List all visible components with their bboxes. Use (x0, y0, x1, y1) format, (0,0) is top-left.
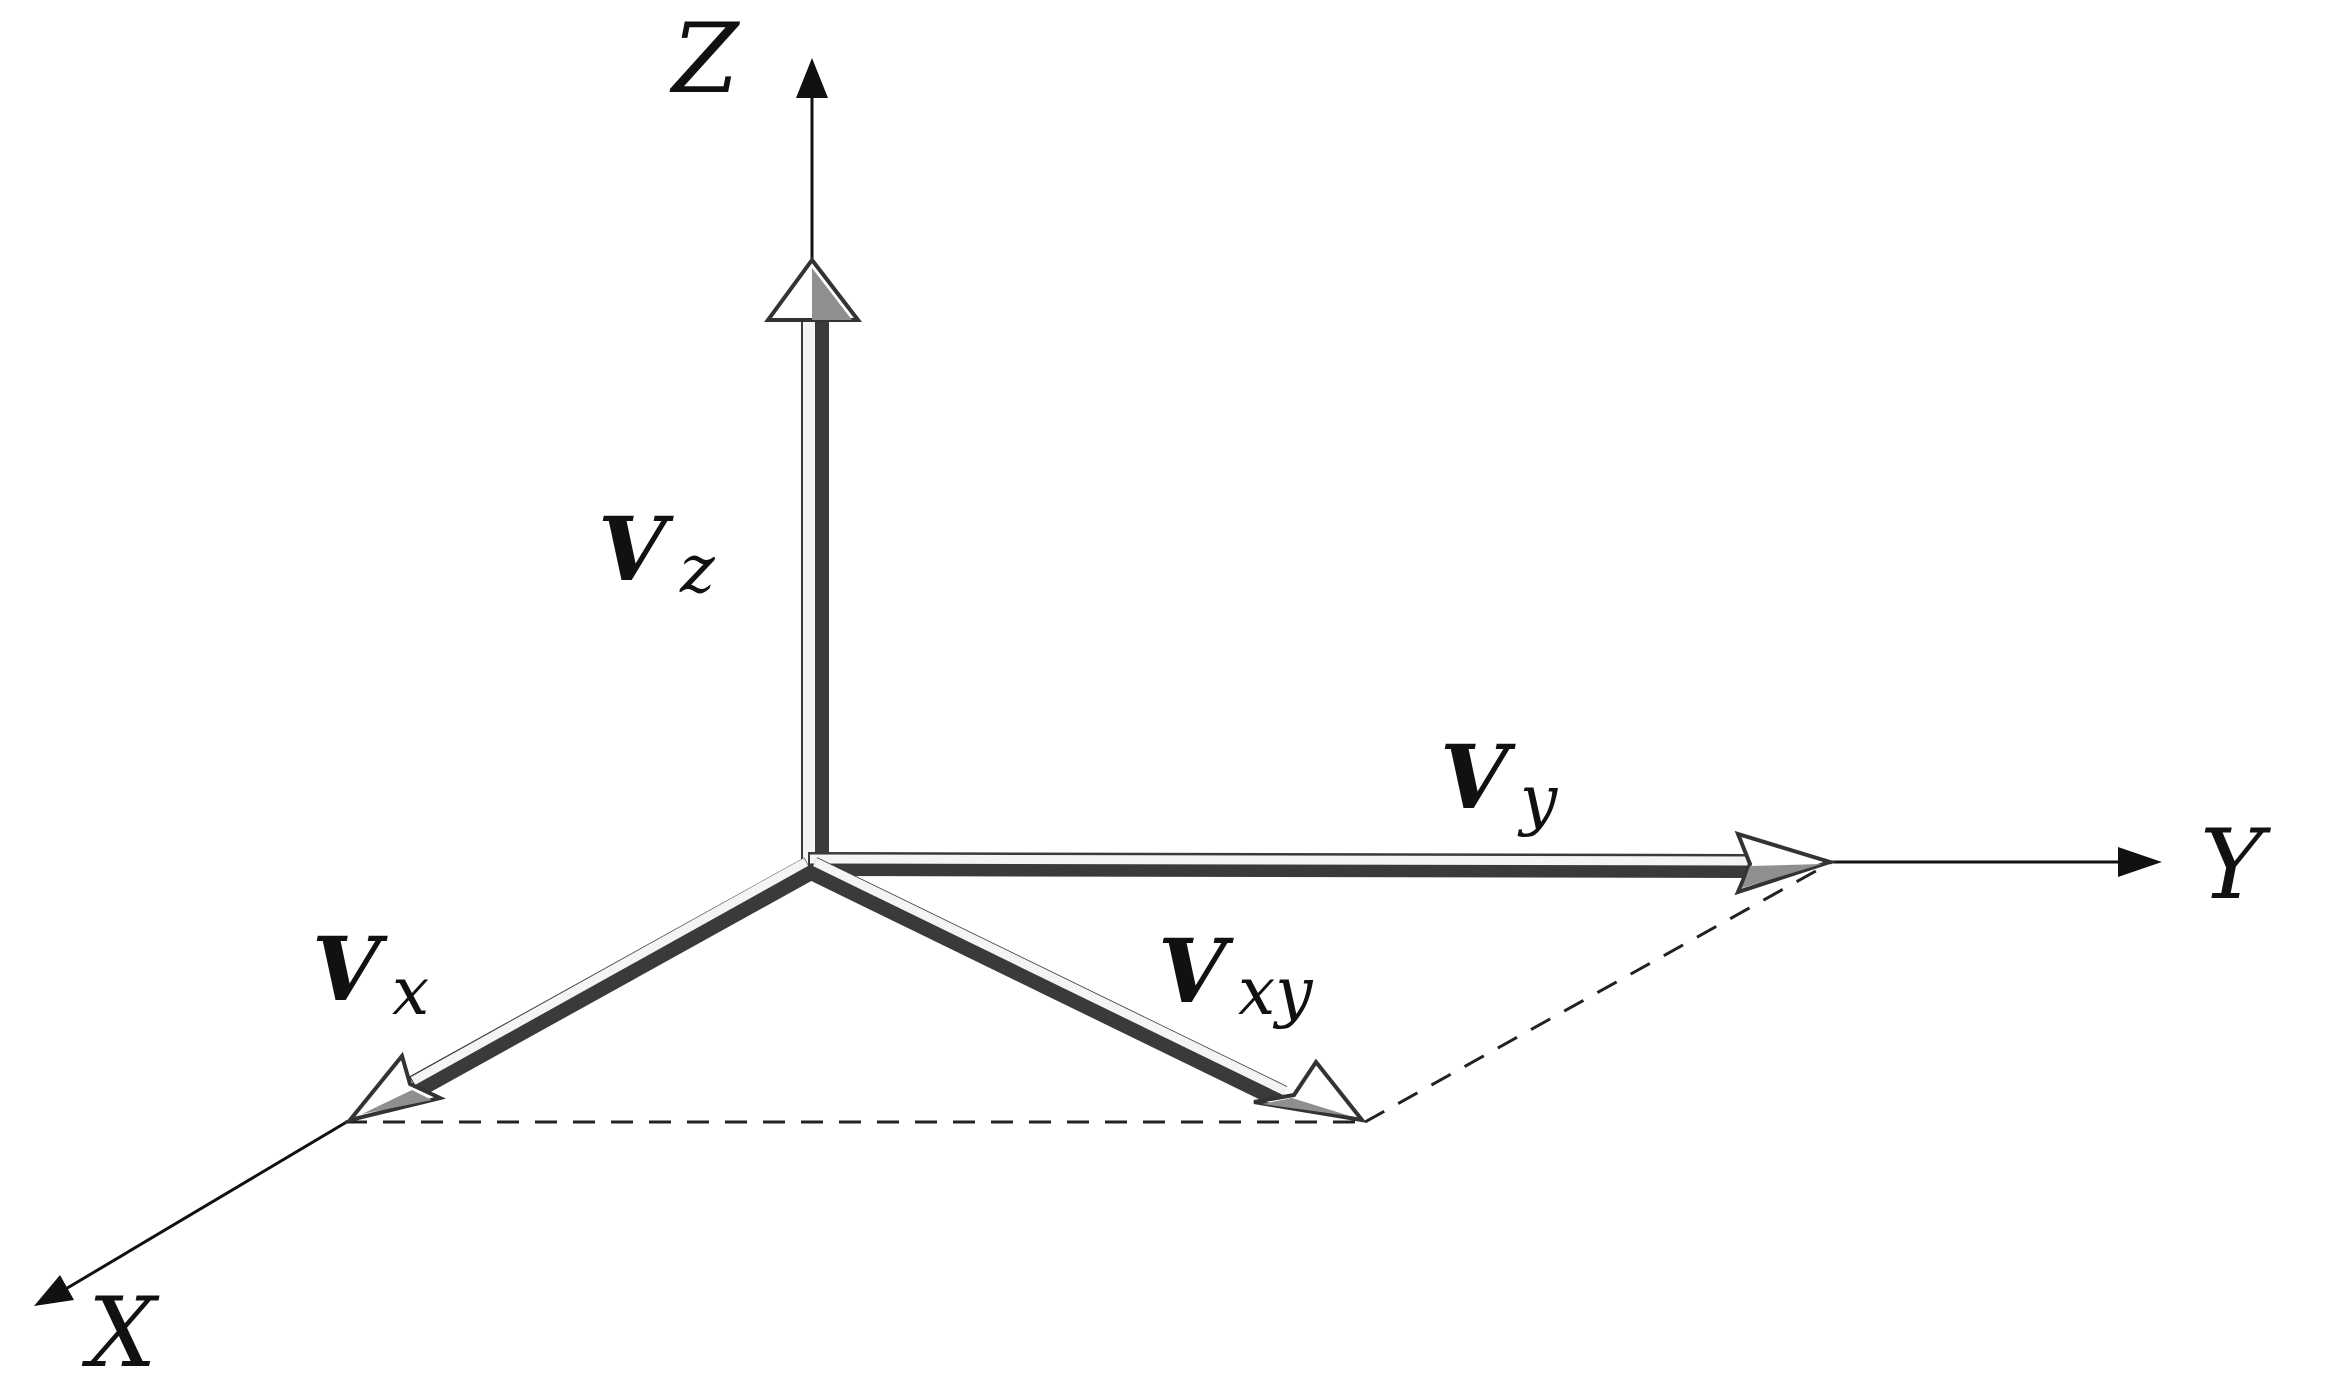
vz-label-sub: z (679, 531, 716, 608)
vy-shaft (807, 852, 1749, 878)
vx-label: V x (312, 917, 429, 1030)
x-axis-line (63, 1118, 351, 1292)
vxy-shaft (806, 857, 1288, 1108)
vx-arrowhead-shade (362, 1090, 432, 1114)
vector-labels: V z V y V x V xy (312, 497, 1558, 1030)
vz-label: V z (598, 497, 716, 608)
vy-arrowhead-shade (1742, 864, 1822, 888)
vy-label-sub: y (1517, 761, 1558, 838)
vx-label-sub: x (392, 953, 429, 1030)
vxy-label-main: V (1158, 919, 1234, 1023)
y-axis-label: Y (2200, 809, 2272, 921)
y-axis-arrowhead (2118, 847, 2162, 877)
vx-label-main: V (312, 917, 388, 1021)
vxy-label-sub: xy (1238, 953, 1313, 1030)
vx-shaft-inner (410, 858, 809, 1085)
vx-arrowhead (344, 1051, 446, 1124)
vxy-shaft-inner (813, 857, 1287, 1096)
vxy-label: V xy (1158, 919, 1313, 1030)
vz-label-main: V (598, 497, 674, 601)
vxy-arrowhead-shade (1262, 1098, 1350, 1116)
z-axis-label: Z (669, 3, 741, 115)
vz-arrowhead-shade (812, 268, 852, 320)
axis-labels: Z Y X (81, 3, 2272, 1389)
vy-label: V y (1440, 725, 1558, 838)
coordinate-axes (34, 58, 2162, 1306)
x-axis-arrowhead (34, 1275, 74, 1306)
vector-arrowheads (344, 256, 1837, 1124)
x-axis-label: X (81, 1277, 160, 1389)
projection-lines (345, 860, 1833, 1124)
vy-shaft-inner (809, 854, 1749, 866)
dashed-line-xy-to-y (1364, 860, 1833, 1124)
vy-label-main: V (1440, 725, 1516, 829)
vector-shafts (409, 320, 1749, 1108)
vx-shaft (409, 857, 816, 1098)
z-axis-arrowhead (796, 58, 828, 98)
